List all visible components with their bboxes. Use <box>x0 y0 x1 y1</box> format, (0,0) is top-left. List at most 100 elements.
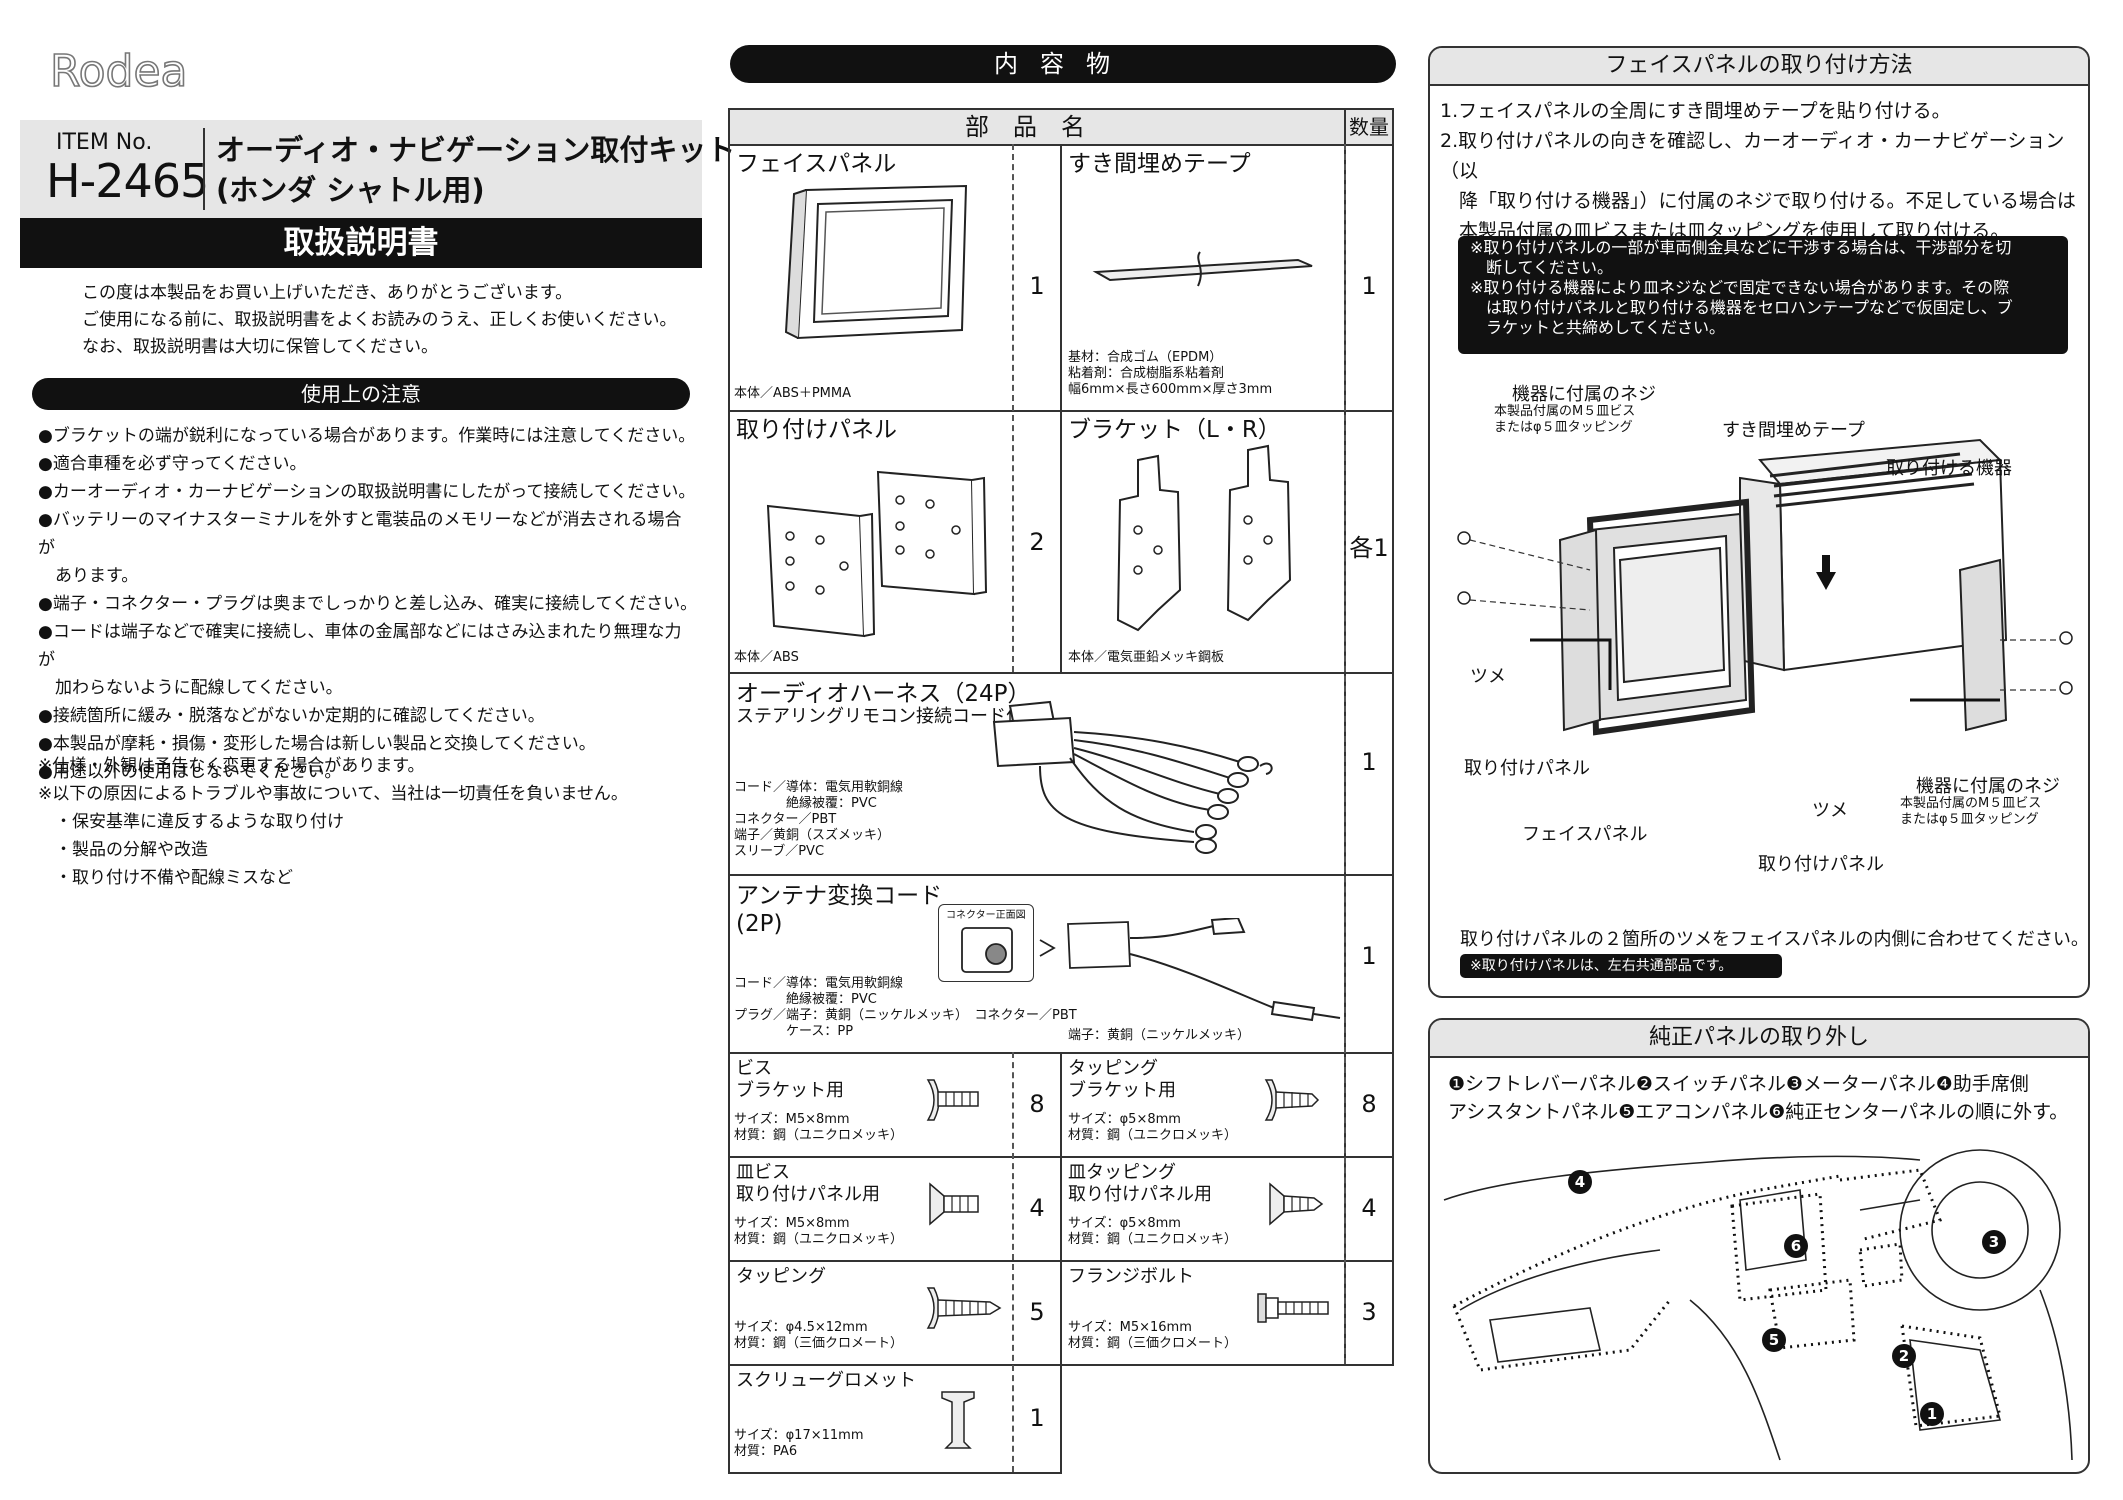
part-name-flat-screw-panel: 皿ビス 取り付けパネル用 <box>736 1162 880 1205</box>
row-divider <box>730 874 1392 876</box>
part-name-antenna-cord: アンテナ変換コード (2P) <box>736 883 943 937</box>
install-step: 降「取り付ける機器」）に付属のネジで取り付ける。不足している場合は <box>1440 190 2076 212</box>
part-name-bracket: ブラケット（L・R） <box>1068 417 1281 443</box>
intro-line: なお、取扱説明書は大切に保管してください。 <box>82 337 438 357</box>
row-divider <box>730 672 1392 674</box>
screw-grommet-drawing <box>941 1391 975 1449</box>
disclaimer-notes: ※仕様・外観は予告なく変更する場合があります。 ※以下の原因によるトラブルや事故… <box>38 752 628 892</box>
flat-tapping-panel-drawing <box>1269 1182 1324 1226</box>
note-line: ・取り付け不備や配線ミスなど <box>38 868 293 888</box>
install-note-line: ※取り付ける機器により皿ネジなどで固定できない場合があります。その際 <box>1470 278 2010 297</box>
material-flange-bolt: サイズ：M5×16mm 材質：鋼（三価クロメート） <box>1068 1320 1238 1351</box>
label-device-screw-right-sub: 本製品付属のM５皿ビス またはφ５皿タッピング <box>1900 796 2042 827</box>
qty-gap-tape: 1 <box>1361 272 1377 300</box>
qty-divider <box>1344 144 1346 1364</box>
fit-caption: 取り付けパネルの２箇所のツメをフェイスパネルの内側に合わせてください。 <box>1460 929 2089 950</box>
marker-3: 3 <box>1989 1233 1999 1251</box>
qty-screw-bracket: 8 <box>1029 1090 1045 1118</box>
part-name-flange-bolt: フランジボルト <box>1068 1266 1194 1287</box>
material-mount-panel: 本体／ABS <box>734 650 799 665</box>
flat-screw-panel-drawing <box>929 1182 979 1226</box>
rodea-logo: Rodea <box>49 46 188 96</box>
qty-tapping-bracket: 8 <box>1361 1090 1377 1118</box>
note-line: ※以下の原因によるトラブルや事故について、当社は一切責任を負いません。 <box>38 784 628 804</box>
col-header-qty: 数量 <box>1349 115 1389 139</box>
item-number-label: ITEM No. <box>56 130 153 155</box>
qty-audio-harness: 1 <box>1361 748 1377 776</box>
label-tab-right: ツメ <box>1812 800 1848 821</box>
caution-item: ●適合車種を必ず守ってください。 <box>38 454 307 474</box>
screw-bracket-drawing <box>926 1079 979 1121</box>
flange-bolt-drawing <box>1257 1293 1329 1323</box>
connector-front-view <box>938 904 1034 982</box>
material-audio-harness: コード／導体：電気用軟銅線 絶縁被覆：PVC コネクター／PBT 端子／黄銅（ス… <box>734 780 904 859</box>
item-header-box <box>20 120 702 218</box>
label-device-screw-sub: 本製品付属のM５皿ビス またはφ５皿タッピング <box>1494 404 1636 435</box>
label-device-screw: 機器に付属のネジ <box>1512 384 1656 405</box>
caution-item: ●接続箇所に緩み・脱落などがないか定期的に確認してください。 <box>38 706 545 726</box>
mount-panel-drawing <box>766 470 988 638</box>
intro-line: この度は本製品をお買い上げいただき、ありがとうございます。 <box>82 283 573 303</box>
material-flat-screw-panel: サイズ：M5×8mm 材質：鋼（ユニクロメッキ） <box>734 1216 904 1247</box>
qty-divider <box>1012 1052 1014 1472</box>
material-flat-tapping-panel: サイズ：φ5×8mm 材質：鋼（ユニクロメッキ） <box>1068 1216 1238 1247</box>
install-steps: 1.フェイスパネルの全周にすき間埋めテープを貼り付ける。 2.取り付けパネルの向… <box>1440 96 2080 246</box>
connector-front-view-label: コネクター正面図 <box>946 910 1026 921</box>
material-face-panel: 本体／ABS＋PMMA <box>734 386 852 401</box>
caution-item: ●端子・コネクター・プラグは奥までしっかりと差し込み、確実に接続してください。 <box>38 594 698 614</box>
col-divider <box>1060 1052 1062 1472</box>
caution-item: ●コードは端子などで確実に接続し、車体の金属部などにはさみ込まれたり無理な力が <box>38 622 682 670</box>
label-mount-panel-right: 取り付けパネル <box>1758 854 1884 875</box>
col-divider <box>1060 144 1062 672</box>
product-name-line1: オーディオ・ナビゲーション取付キット <box>216 133 736 167</box>
caution-item: ●用途以外の使用はしないでください。 <box>38 762 342 782</box>
caution-item: ●本製品が摩耗・損傷・変形した場合は新しい製品と交換してください。 <box>38 734 596 754</box>
face-panel-install-title: フェイスパネルの取り付け方法 <box>1430 48 2088 86</box>
material-antenna-cord: コード／導体：電気用軟銅線 絶縁被覆：PVC プラグ／端子：黄銅（ニッケルメッキ… <box>734 976 1077 1039</box>
manual-title: 取扱説明書 <box>20 218 702 268</box>
assembly-diagram <box>1457 438 2073 736</box>
caution-item: ●カーオーディオ・カーナビゲーションの取扱説明書にしたがって接続してください。 <box>38 482 696 502</box>
install-note-line: ※取り付けパネルの一部が車両側金具などに干渉する場合は、干渉部分を切 <box>1470 238 2012 257</box>
tapping-bracket-drawing <box>1264 1079 1320 1121</box>
install-note-line: ラケットと共締めしてください。 <box>1470 318 1726 337</box>
material-antenna-terminal: 端子：黄銅（ニッケルメッキ） <box>1068 1028 1251 1043</box>
panel-removal-panel <box>1428 1018 2090 1474</box>
qty-flat-tapping-panel: 4 <box>1361 1194 1377 1222</box>
part-name-flat-tapping-panel: 皿タッピング 取り付けパネル用 <box>1068 1162 1212 1205</box>
qty-divider <box>1012 144 1014 672</box>
part-name-screw-bracket: ビス ブラケット用 <box>736 1058 844 1101</box>
material-tapping-bracket: サイズ：φ5×8mm 材質：鋼（ユニクロメッキ） <box>1068 1112 1238 1143</box>
part-name-face-panel: フェイスパネル <box>736 151 897 177</box>
marker-2: 2 <box>1899 1347 1909 1365</box>
material-bracket: 本体／電気亜鉛メッキ鋼板 <box>1068 650 1225 665</box>
table-header-bg <box>730 110 1392 144</box>
col-divider <box>1060 1364 1062 1474</box>
product-name: オーディオ・ナビゲーション取付キット (ホンダ シャトル用) <box>216 130 735 210</box>
material-screw-bracket: サイズ：M5×8mm 材質：鋼（ユニクロメッキ） <box>734 1112 904 1143</box>
part-name-tapping-bracket: タッピング ブラケット用 <box>1068 1058 1176 1101</box>
panel-removal-title: 純正パネルの取り外し <box>1430 1020 2088 1058</box>
item-header-divider <box>203 128 205 210</box>
intro-text: この度は本製品をお買い上げいただき、ありがとうございます。 ご使用になる前に、取… <box>82 280 677 361</box>
caution-item: 加わらないように配線してください。 <box>38 678 343 698</box>
tapping-drawing <box>926 1287 1002 1329</box>
qty-tapping: 5 <box>1029 1298 1045 1326</box>
empty-cell <box>1062 1366 1396 1476</box>
part-name-audio-harness: オーディオハーネス（24P） <box>736 681 1031 707</box>
qty-face-panel: 1 <box>1029 272 1045 300</box>
install-note-line: は取り付けパネルと取り付ける機器をセロハンテープなどで仮固定し、ブ <box>1470 298 2013 317</box>
part-name-screw-grommet: スクリューグロメット <box>736 1370 916 1391</box>
install-note-line: 断してください。 <box>1470 258 1614 277</box>
qty-antenna-cord: 1 <box>1361 942 1377 970</box>
qty-flange-bolt: 3 <box>1361 1298 1377 1326</box>
install-note-text: ※取り付けパネルの一部が車両側金具などに干渉する場合は、干渉部分を切 断してくだ… <box>1470 238 2066 338</box>
logo-text: Rodea <box>50 46 187 96</box>
face-panel-install-panel <box>1428 46 2090 998</box>
caution-item: あります。 <box>38 566 139 586</box>
gap-tape-drawing <box>1092 251 1313 287</box>
label-gap-tape: すき間埋めテープ <box>1722 420 1865 441</box>
antenna-cord-drawing <box>961 918 1341 1022</box>
removal-order-line: ❶シフトレバーパネル❷スイッチパネル❸メーターパネル❹助手席側 <box>1448 1073 2029 1095</box>
qty-flat-screw-panel: 4 <box>1029 1194 1045 1222</box>
